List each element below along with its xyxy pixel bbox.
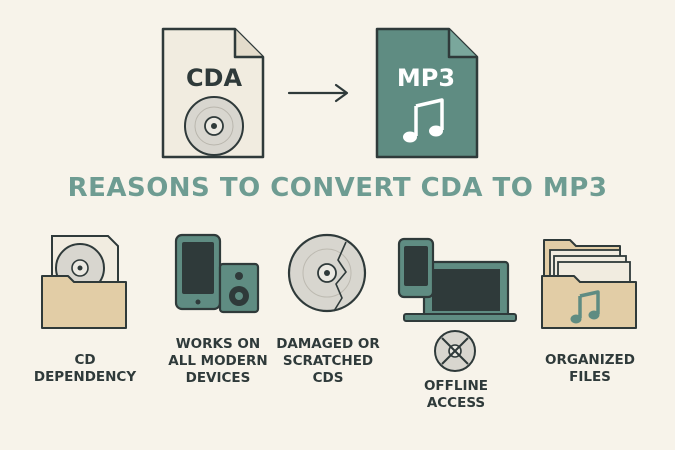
music-file-icon: MP3 — [375, 27, 479, 159]
tablet-speaker-icon — [174, 233, 260, 314]
target-file-label: MP3 — [397, 64, 455, 92]
music-folder-icon — [541, 239, 637, 329]
cd-file-icon: CDA — [161, 27, 265, 159]
reason-label-offline-access: OFFLINE ACCESS — [423, 378, 489, 411]
phone-laptop-icon — [397, 237, 517, 322]
reason-label-damaged-cds: DAMAGED OR SCRATCHED CDS — [276, 336, 380, 386]
source-file-label: CDA — [186, 64, 243, 92]
page-title: REASONS TO CONVERT CDA TO MP3 — [67, 173, 608, 203]
offline-cd-icon — [434, 330, 476, 372]
reason-label-modern-devices: WORKS ON ALL MODERN DEVICES — [168, 336, 268, 386]
right-arrow-icon — [287, 83, 349, 103]
cracked-disc-icon — [287, 233, 367, 313]
reason-label-organized-files: ORGANIZED FILES — [545, 352, 635, 385]
cd-folder-icon — [41, 235, 127, 329]
reason-label-cd-dependency: CD DEPENDENCY — [33, 352, 137, 385]
